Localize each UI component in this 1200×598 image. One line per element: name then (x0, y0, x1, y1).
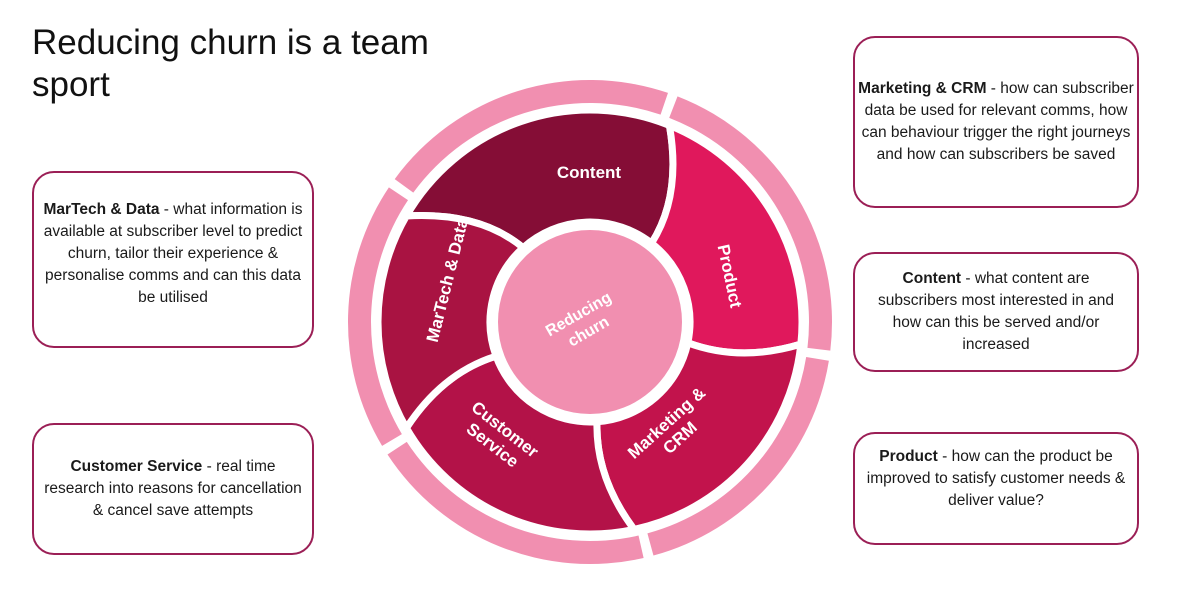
martech-data-description-box: MarTech & Data - what information is ava… (32, 171, 314, 348)
customer-service-segment (402, 352, 638, 538)
content-description-box: Content - what content are subscribers m… (853, 252, 1139, 372)
customer-service-heading: Customer Service (70, 458, 203, 475)
martech-data-heading: MarTech & Data (43, 200, 160, 218)
customer-service-description-box: Customer Service - real time research in… (32, 423, 314, 555)
content-description: Content - what content are subscribers m… (863, 268, 1129, 356)
product-heading: Product (879, 448, 938, 465)
martech-data-description: MarTech & Data - what information is ava… (42, 199, 304, 309)
outer-ring (348, 80, 832, 564)
center-circle (492, 224, 688, 420)
center-hub (492, 224, 688, 420)
marketing-crm-heading: Marketing & CRM (858, 80, 987, 97)
product-segment (648, 121, 806, 357)
martech-data-text: - what information is available at subsc… (43, 200, 303, 306)
outer-ring-arc (647, 357, 829, 556)
marketing-crm-text: - how can subscriber data be used for re… (861, 80, 1134, 163)
customer-service-description: Customer Service - real time research in… (42, 456, 304, 522)
content-label: Content (557, 163, 622, 182)
page-title: Reducing churn is a team sport (32, 23, 429, 104)
content-text: - what content are subscribers most inte… (877, 270, 1115, 353)
content-heading: Content (902, 270, 962, 287)
outer-ring-arc (348, 187, 409, 446)
outer-ring-arc (669, 96, 832, 351)
content-label-line: Content (557, 163, 622, 182)
martech-data-segment (374, 212, 527, 432)
outer-ring-arc (387, 441, 644, 564)
wheel-segments (374, 106, 806, 538)
product-description: Product - how can the product be improve… (863, 446, 1129, 512)
marketing-crm-description: Marketing & CRM - how can subscriber dat… (857, 78, 1135, 166)
marketing-crm-description-box: Marketing & CRM - how can subscriber dat… (853, 36, 1139, 208)
customer-service-text: - real time research into reasons for ca… (44, 458, 302, 519)
outer-ring-arc (394, 80, 668, 193)
product-text: - how can the product be improved to sat… (866, 448, 1126, 509)
marketing-crm-segment (593, 339, 805, 533)
product-description-box: Product - how can the product be improve… (853, 432, 1139, 545)
